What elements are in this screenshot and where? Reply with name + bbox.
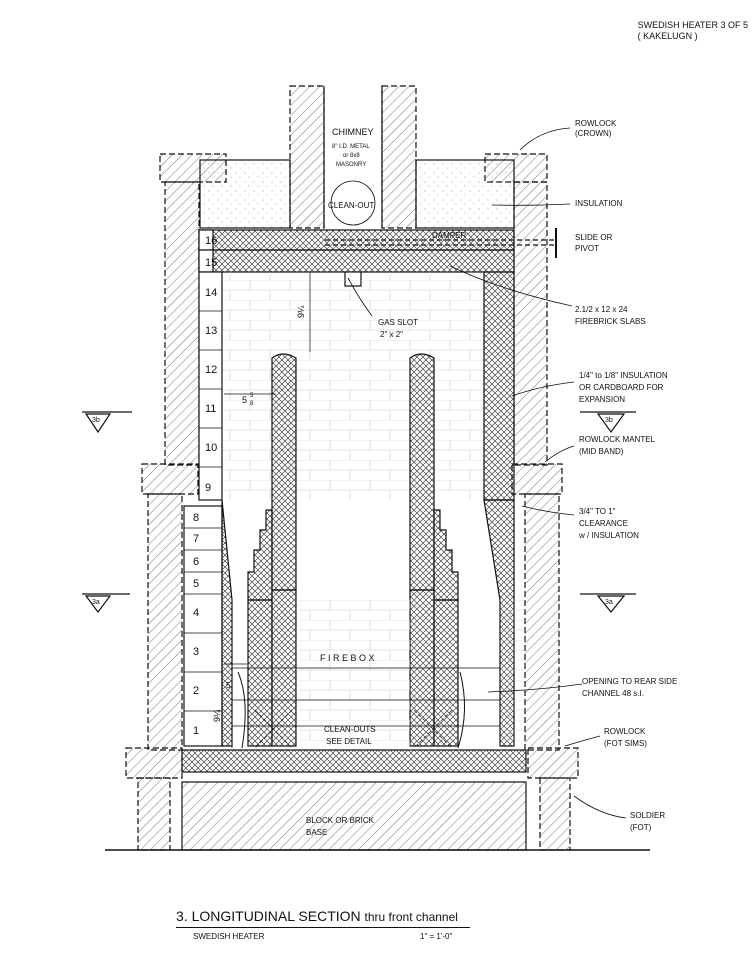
callout-5-line-3: EXPANSION — [579, 395, 625, 404]
dim-width-num: 5 — [250, 393, 254, 399]
sheet-number: SWEDISH HEATER 3 OF 5 ( KAKELUGN ) — [638, 20, 748, 42]
chimney-sub-3: MASONRY — [336, 162, 366, 168]
base-label-2: BASE — [306, 828, 327, 837]
course-number-15: 15 — [205, 257, 217, 269]
course-number-4: 4 — [193, 607, 199, 619]
callout-9-line-1: ROWLOCK — [604, 727, 646, 736]
callout-5-line-1: 1/4" to 1/8" INSULATION — [579, 371, 668, 380]
course-number-12: 12 — [205, 364, 217, 376]
drawing-title: 3. LONGITUDINAL SECTION thru front chann… — [176, 908, 458, 924]
sheet-line-2: ( KAKELUGN ) — [637, 31, 698, 41]
callout-3-line-1: SLIDE OR — [575, 233, 613, 242]
title-subtitle: SWEDISH HEATER — [193, 932, 265, 941]
gas-slot-label: GAS SLOT — [378, 318, 418, 327]
callout-5-line-2: OR CARDBOARD FOR — [579, 383, 664, 392]
callout-7-line-1: 3/4" TO 1" — [579, 507, 616, 516]
course-number-1: 1 — [193, 725, 199, 737]
callout-9-line-2: (FOT SIMS) — [604, 739, 647, 748]
callout-8-line-2: CHANNEL 48 s.I. — [582, 689, 644, 698]
callout-4-line-2: FIREBRICK SLABS — [575, 317, 646, 326]
callout-1-line-1: ROWLOCK — [575, 119, 617, 128]
callout-7-line-2: CLEARANCE — [579, 519, 628, 528]
callout-10-line-1: SOLDIER — [630, 811, 665, 820]
dim-width-den: 8 — [250, 401, 254, 407]
callout-6-line-1: ROWLOCK MANTEL — [579, 435, 656, 444]
course-number-7: 7 — [193, 533, 199, 545]
title-scale: 1" = 1'-0" — [420, 932, 453, 941]
course-number-13: 13 — [205, 325, 217, 337]
gas-slot-size: 2" x 2" — [380, 330, 403, 339]
course-number-3: 3 — [193, 646, 199, 658]
base-label-1: BLOCK OR BRICK — [306, 816, 375, 825]
callout-7-line-3: w / INSULATION — [578, 531, 639, 540]
chimney-label: CHIMNEY — [332, 127, 374, 137]
course-number-8: 8 — [193, 512, 199, 524]
course-number-14: 14 — [205, 287, 217, 299]
dim-upper-height: 9¼ — [296, 305, 306, 318]
course-number-11: 11 — [205, 403, 216, 415]
callout-8-line-1: OPENING TO REAR SIDE — [582, 677, 677, 686]
course-number-16: 16 — [205, 235, 217, 247]
callout-10-line-2: (FOT) — [630, 823, 652, 832]
section-marker-lower-right: 3a — [605, 599, 613, 606]
dim-lower-height: 9¼ — [212, 709, 222, 722]
chimney-sub-2: or 8x8 — [343, 153, 360, 159]
clean-out-label: CLEAN-OUT — [328, 201, 374, 210]
sheet-line-1: SWEDISH HEATER 3 OF 5 — [637, 20, 748, 30]
course-number-5: 5 — [193, 578, 199, 590]
title-thru: thru front channel — [364, 910, 458, 924]
firebox-label: F I R E B O X — [320, 653, 375, 663]
callout-4-line-1: 2.1/2 x 12 x 24 — [575, 305, 628, 314]
see-detail-label: SEE DETAIL — [326, 737, 372, 746]
callout-1-line-2: (CROWN) — [575, 129, 612, 138]
title-underline — [176, 927, 470, 928]
clean-outs-label: CLEAN-OUTS — [324, 725, 376, 734]
section-marker-lower-left: 3a — [92, 599, 100, 606]
course-number-6: 6 — [193, 556, 199, 568]
callout-2-line-1: INSULATION — [575, 199, 623, 208]
callout-6-line-2: (MID BAND) — [579, 447, 624, 456]
dim-width-whole: 5 — [242, 395, 247, 405]
damper-label: DAMPER — [432, 231, 466, 240]
callout-3-line-2: PIVOT — [575, 244, 599, 253]
course-number-9: 9 — [205, 482, 211, 494]
section-marker-upper-right: 3b — [605, 417, 613, 424]
title-number: 3. — [176, 908, 188, 924]
course-number-2: 2 — [193, 685, 199, 697]
section-marker-upper-left: 3b — [92, 417, 100, 424]
course-number-10: 10 — [205, 442, 217, 454]
dim-lower-width: 5 — [226, 681, 231, 690]
title-main: LONGITUDINAL SECTION — [191, 908, 361, 924]
chimney-sub-1: 8" I.D. METAL — [332, 144, 370, 150]
